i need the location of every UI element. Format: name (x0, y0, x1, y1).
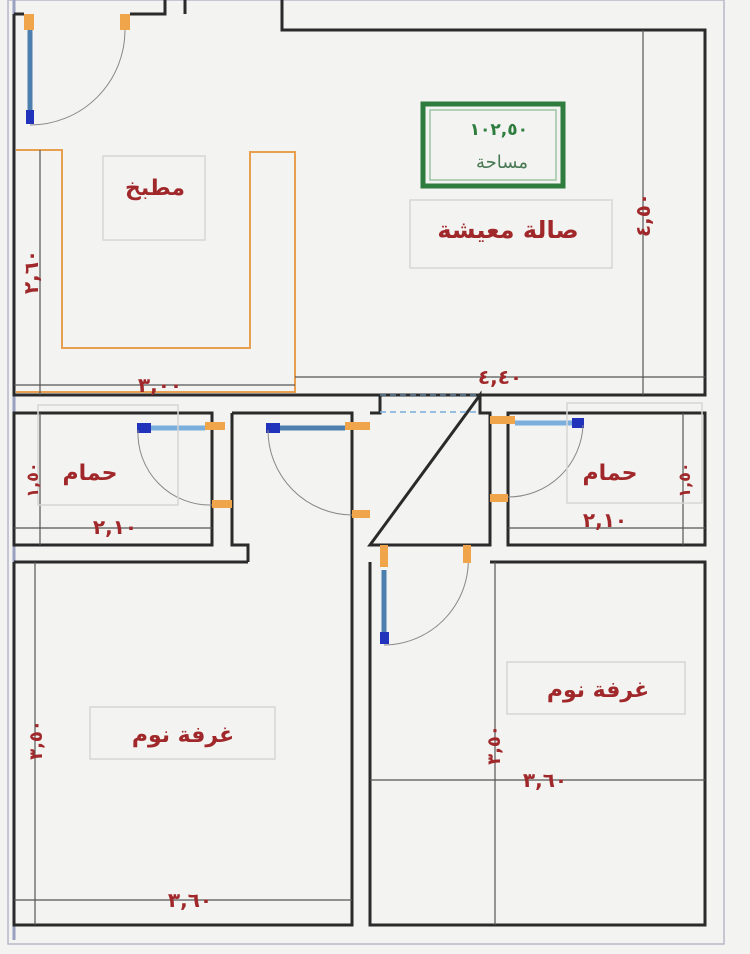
bed-left-height: ٣,٥٠ (26, 720, 47, 760)
kitchen-height: ٢,٦٠ (19, 250, 43, 294)
doors (24, 14, 584, 646)
bath-right-height: ١,٥٠ (675, 462, 694, 497)
dimension-lines (14, 30, 705, 925)
kitchen-counter (16, 149, 296, 393)
area-box: ١٠٢,٥٠ مساحة (420, 101, 566, 189)
bed-left-width: ٣,٦٠ (168, 888, 212, 912)
living-room-label: صالة معيشة (437, 216, 578, 244)
area-label: مساحة (476, 152, 528, 173)
living-height: ٤,٥٠ (631, 193, 655, 237)
bath-right-width: ٢,١٠ (583, 508, 627, 532)
bathroom-right-label: حمام (583, 461, 638, 486)
bath-left-width: ٢,١٠ (93, 515, 137, 539)
bed-right-height: ٣,٥٠ (484, 725, 505, 765)
area-value: ١٠٢,٥٠ (470, 120, 528, 140)
bathroom-left-label: حمام (63, 461, 118, 486)
kitchen-width: ٣,٠٠ (138, 373, 182, 397)
living-width: ٤,٤٠ (478, 365, 522, 389)
kitchen-label: مطبخ (125, 176, 185, 201)
room-labels: مطبخ صالة معيشة حمام حمام غرفة نوم غرفة … (63, 176, 650, 748)
bath-left-height: ١,٥٠ (23, 462, 42, 497)
bedroom-left-label: غرفة نوم (132, 723, 234, 748)
bedroom-right-label: غرفة نوم (547, 678, 649, 703)
dimension-labels: ٣,٠٠ ٤,٤٠ ٢,٦٠ ٤,٥٠ ٢,١٠ ٢,١٠ ١,٥٠ ١,٥٠ … (19, 193, 694, 912)
bed-right-width: ٣,٦٠ (523, 768, 567, 792)
